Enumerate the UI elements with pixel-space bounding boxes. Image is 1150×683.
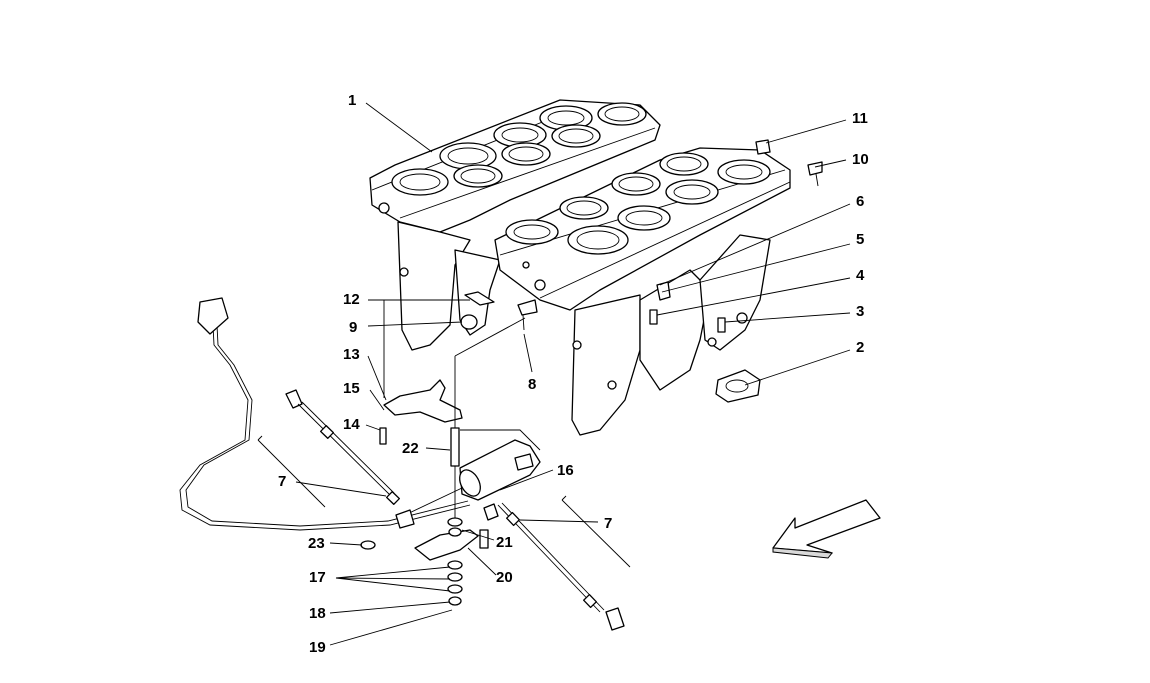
intake-manifold (369, 99, 791, 436)
leader-lines (295, 102, 851, 646)
callout-7-left: 7 (278, 473, 286, 490)
callout-14: 14 (343, 416, 360, 433)
washer-stack (360, 529, 489, 606)
gasket-part (715, 369, 761, 403)
callout-6: 6 (856, 193, 864, 210)
callout-19: 19 (309, 639, 326, 656)
callout-4: 4 (856, 267, 865, 284)
callout-20: 20 (496, 569, 513, 586)
callout-8: 8 (528, 376, 536, 393)
control-rod-left (285, 389, 415, 529)
direction-arrow-icon (772, 499, 881, 559)
callout-2: 2 (856, 339, 864, 356)
callout-10: 10 (852, 151, 869, 168)
callout-16: 16 (557, 462, 574, 479)
callout-3: 3 (856, 303, 864, 320)
sensor-wire (179, 297, 541, 531)
callout-12: 12 (343, 291, 360, 308)
callout-1: 1 (348, 92, 356, 109)
callout-21: 21 (496, 534, 513, 551)
dimension-brackets (257, 435, 631, 568)
callout-22: 22 (402, 440, 419, 457)
linkage-rods (414, 427, 479, 561)
control-rod-right (483, 502, 625, 631)
actuator-cylinder (404, 439, 541, 516)
callout-labels: 1 2 3 4 5 6 7 7 8 9 10 11 12 13 14 15 16… (278, 92, 869, 656)
callout-13: 13 (343, 346, 360, 363)
callout-5: 5 (856, 231, 864, 248)
callout-23: 23 (308, 535, 325, 552)
callout-18: 18 (309, 605, 326, 622)
manifold-fasteners (460, 139, 823, 333)
actuator-bracket (379, 379, 463, 445)
callout-7-right: 7 (604, 515, 612, 532)
callout-11: 11 (852, 110, 868, 127)
callout-15: 15 (343, 380, 360, 397)
callout-17: 17 (309, 569, 326, 586)
callout-9: 9 (349, 319, 357, 336)
